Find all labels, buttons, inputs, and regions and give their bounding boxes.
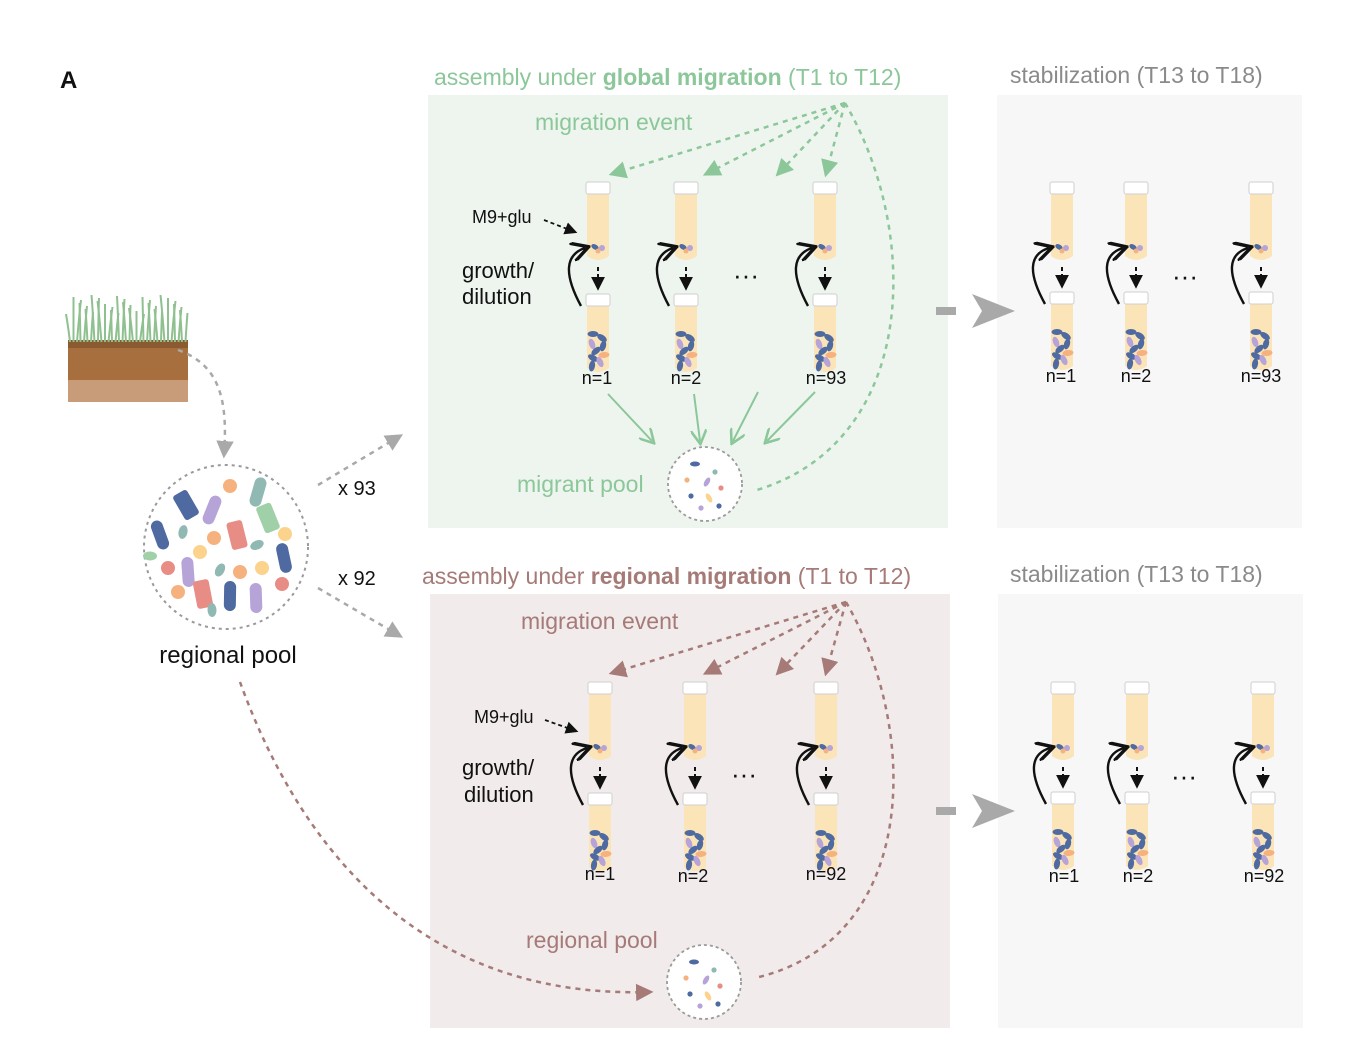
global-n-label-1: n=1 (582, 368, 613, 388)
stab-top-n-label-3: n=93 (1241, 366, 1282, 386)
global-growth-label-1: growth/ (462, 258, 535, 283)
stab-bottom-n-label-1: n=1 (1049, 866, 1080, 886)
stabilization-top-tubes (1031, 181, 1274, 370)
soil-grass-icon (65, 294, 189, 402)
regional-n-label-3: n=92 (806, 864, 847, 884)
stab-top-n-label-1: n=1 (1046, 366, 1077, 386)
global-n-label-2: n=2 (671, 368, 702, 388)
regional-medium-label: M9+glu (474, 707, 534, 727)
global-n-label-3: n=93 (806, 368, 847, 388)
regional-medium-arrow (544, 719, 579, 734)
stab-bottom-n-label-3: n=92 (1244, 866, 1285, 886)
regional-growth-label-2: dilution (464, 782, 534, 807)
to-stabilization-arrow-bottom (936, 794, 1015, 828)
regional-migration-arrows (608, 600, 895, 980)
regional-n-label-1: n=1 (585, 864, 616, 884)
regional-replicate-count: x 92 (338, 568, 376, 590)
stabilization-bottom-title: stabilization (T13 to T18) (1010, 561, 1263, 587)
pool-to-regional-arrow (317, 586, 404, 638)
stabilization-top-ellipsis: ··· (1172, 261, 1198, 291)
global-ellipsis: ··· (733, 260, 759, 290)
migrant-pool-label: migrant pool (517, 471, 644, 497)
regional-migration-event-label: migration event (521, 608, 679, 634)
migrant-pool (667, 446, 743, 522)
global-pool-arrows (607, 391, 816, 441)
regional-migrant-pool (666, 944, 742, 1020)
global-tube-columns (567, 181, 838, 372)
source-to-regional-migrant-arrow (238, 681, 654, 1002)
global-growth-label-2: dilution (462, 284, 532, 309)
stab-bottom-n-label-2: n=2 (1123, 866, 1154, 886)
stabilization-bottom-ellipsis: ··· (1171, 761, 1197, 791)
stabilization-top-title: stabilization (T13 to T18) (1010, 62, 1263, 88)
stabilization-bottom-tubes (1032, 681, 1276, 870)
to-stabilization-arrow-top (936, 294, 1015, 328)
regional-pool-small-label: regional pool (526, 927, 658, 953)
global-migration-event-label: migration event (535, 109, 693, 135)
regional-ellipsis: ··· (731, 759, 757, 789)
regional-panel-title: assembly under regional migration (T1 to… (422, 563, 911, 589)
global-medium-label: M9+glu (472, 207, 532, 227)
global-replicate-count: x 93 (338, 478, 376, 500)
source-regional-pool (143, 464, 309, 630)
global-medium-arrow (543, 219, 578, 235)
source-pool-label: regional pool (159, 642, 296, 669)
regional-growth-label-1: growth/ (462, 755, 535, 780)
global-migration-arrows (608, 101, 895, 492)
regional-tube-columns (569, 681, 839, 871)
global-panel-title: assembly under global migration (T1 to T… (434, 64, 901, 90)
panel-label: A (60, 67, 77, 94)
soil-to-pool-arrow (177, 348, 234, 459)
regional-n-label-2: n=2 (678, 866, 709, 886)
stab-top-n-label-2: n=2 (1121, 366, 1152, 386)
